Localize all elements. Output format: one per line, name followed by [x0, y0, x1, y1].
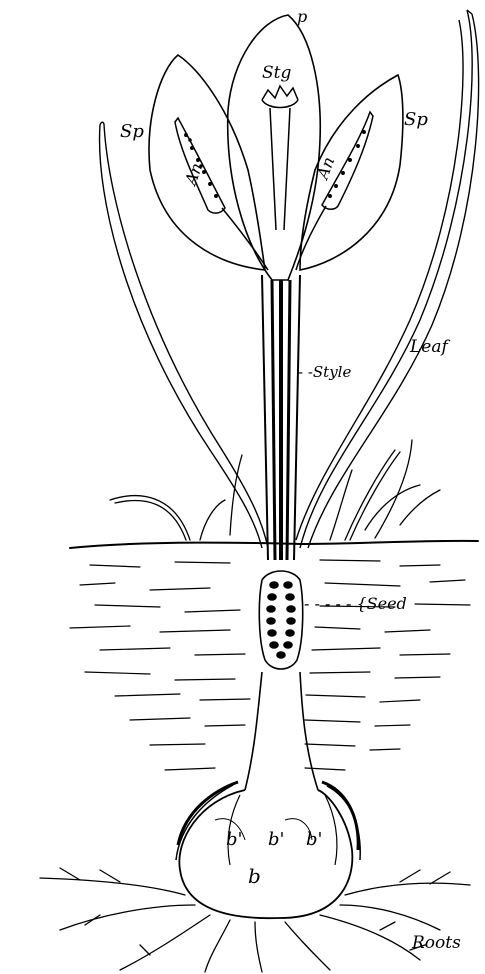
- style: [262, 275, 300, 560]
- anther-left: [175, 118, 268, 270]
- bulb: [176, 782, 360, 918]
- label-petal: p: [297, 7, 307, 26]
- label-bulb-right: b': [306, 829, 322, 850]
- label-style: - -Style: [298, 363, 351, 381]
- label-bulb-middle: b': [268, 829, 284, 850]
- label-bulb: b: [248, 864, 261, 888]
- label-leaf: Leaf: [409, 337, 450, 357]
- underground-stem: [245, 672, 318, 790]
- stigma: [262, 86, 298, 230]
- label-bulb-left: b': [226, 829, 242, 850]
- label-roots: Roots: [411, 933, 461, 953]
- labels: p Stg Sp Sp An An - -Style Leaf - - - - …: [120, 7, 461, 953]
- leaf-left: [100, 122, 268, 548]
- sepal-left: [149, 55, 265, 270]
- anther-right: [296, 112, 373, 270]
- label-sepal-right: Sp: [404, 109, 428, 130]
- label-stigma: Stg: [262, 63, 291, 83]
- seed-pod: [259, 571, 302, 669]
- leaf-right: [296, 10, 479, 548]
- petal-center: [228, 15, 321, 280]
- label-sepal-left: Sp: [120, 121, 144, 142]
- label-seed: - - - - - {Seed: [304, 594, 407, 613]
